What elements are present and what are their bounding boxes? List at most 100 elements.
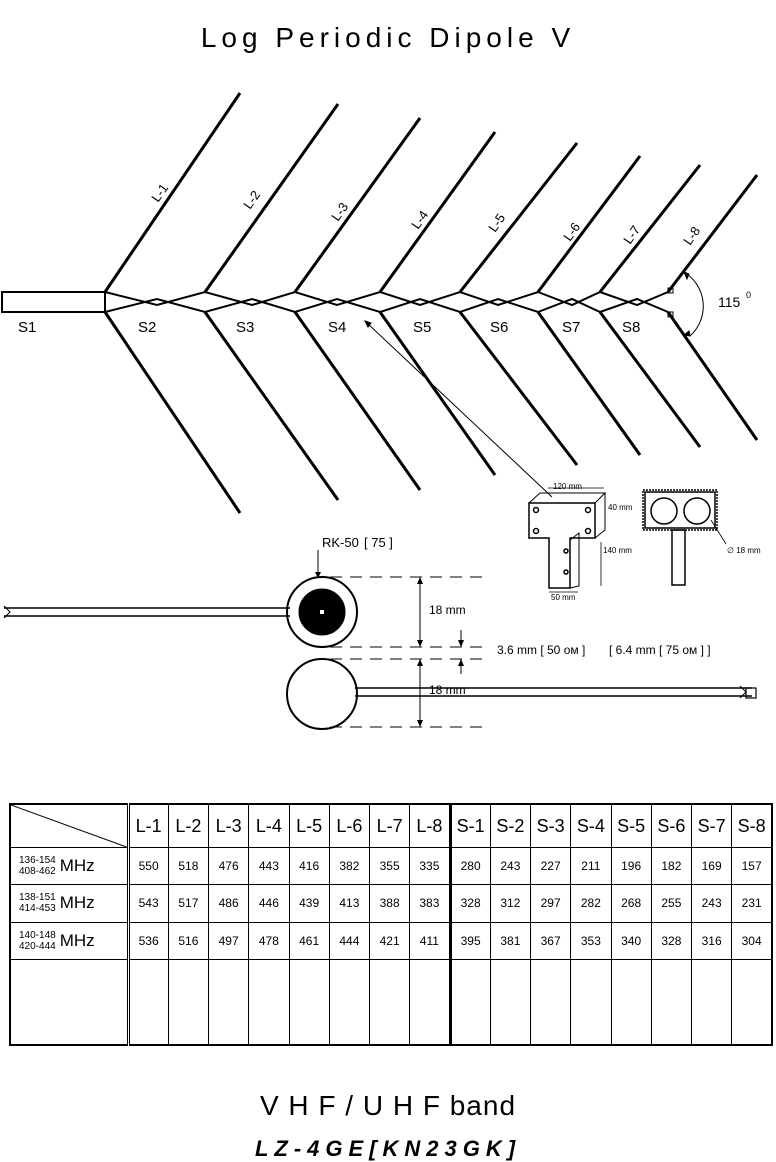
table-cell (9, 958, 129, 1046)
table-cell: 169 (690, 846, 733, 886)
table-header-row: L-1 L-2 L-3 L-4 L-5 L-6 L-7 L-8 S-1 S-2 … (9, 803, 773, 848)
bracket-front-view (528, 487, 607, 593)
table-cell: 497 (207, 921, 250, 960)
freq-line: 140-148 (19, 929, 56, 941)
antenna-drawing: L-1 L-2 L-3 L-4 L-5 L-6 L-7 L-8 S1 S2 S3… (1, 92, 761, 730)
table-cell: 243 (489, 846, 532, 886)
table-cell: 478 (248, 921, 290, 960)
spacing-label-2: S2 (138, 319, 156, 336)
header-cell: L-2 (167, 803, 210, 848)
element-2-lower (203, 311, 340, 501)
header-cell: L-3 (207, 803, 250, 848)
element-label-2: L-2 (240, 188, 263, 212)
table-cell (167, 958, 210, 1046)
table-cell (570, 958, 612, 1046)
element-4-upper (378, 131, 497, 293)
table-cell: 268 (610, 884, 652, 923)
header-cell: L-8 (409, 803, 451, 848)
table-cell: 231 (731, 884, 773, 923)
table-cell (288, 958, 330, 1046)
table-cell: 280 (448, 846, 491, 886)
table-cell: 476 (207, 846, 250, 886)
bracket-right-dim: 40 mm (608, 503, 633, 512)
table-cell: 383 (409, 884, 451, 923)
table-cell: 550 (126, 846, 169, 886)
element-7-upper (598, 164, 702, 293)
table-cell (409, 958, 451, 1046)
boom-stub (1, 291, 106, 313)
apex-marker-top (667, 287, 674, 294)
table-cell (207, 958, 250, 1046)
element-4-lower (378, 311, 497, 476)
table-cell: 443 (248, 846, 290, 886)
apex-marker-bottom (667, 311, 674, 318)
table-cell: 304 (731, 921, 773, 960)
element-label-8: L-8 (680, 224, 703, 248)
table-cell: 335 (409, 846, 451, 886)
table-cell: 395 (448, 921, 491, 960)
table-cell: 355 (368, 846, 411, 886)
corner-diagonal (11, 805, 127, 847)
table-cell: 518 (167, 846, 210, 886)
element-label-6: L-6 (560, 220, 583, 244)
leader-arrow (364, 320, 372, 328)
header-cell: S-1 (448, 803, 491, 848)
tube-dim-bottom: 18 mm (429, 683, 466, 697)
element-3-lower (293, 311, 422, 491)
gap-dim: 3.6 mm [ 50 ом ] (497, 643, 585, 657)
freq-line: 420-444 (19, 940, 56, 952)
header-cell: S-8 (731, 803, 773, 848)
element-1-upper (103, 92, 242, 293)
table-cell (529, 958, 572, 1046)
feeder-line-upper (104, 290, 669, 307)
element-8-lower (666, 311, 759, 441)
table-cell: 340 (610, 921, 652, 960)
gap-dim-alt: [ 6.4 mm [ 75 ом ] ] (609, 643, 711, 657)
header-cell: S-6 (650, 803, 693, 848)
table-cell: 255 (650, 884, 693, 923)
table-cell (368, 958, 411, 1046)
angle-arrow-bottom (682, 330, 691, 337)
angle-arc (683, 271, 704, 337)
element-8-upper (666, 174, 759, 293)
table-corner-cell (9, 803, 129, 848)
spacing-label-6: S6 (490, 319, 508, 336)
tube-dim-top: 18 mm (429, 603, 466, 617)
table-cell: 297 (529, 884, 572, 923)
freq-line: 414-453 (19, 903, 56, 915)
table-cell: 227 (529, 846, 572, 886)
spacing-label-7: S7 (562, 319, 580, 336)
table-cell (690, 958, 733, 1046)
freq-line: 138-151 (19, 892, 56, 904)
table-cell (248, 958, 290, 1046)
cable-label-alt: [ 75 ] (364, 535, 393, 550)
header-cell: L-6 (328, 803, 371, 848)
bracket-top-dim: 120 mm (553, 482, 582, 491)
spacing-label-1: S1 (18, 319, 36, 336)
band-unit: MHz (59, 930, 95, 950)
table-cell (126, 958, 169, 1046)
element-5-upper (458, 142, 579, 293)
table-cell: 388 (368, 884, 411, 923)
bracket-hole-dim: ∅ 18 mm (727, 546, 761, 555)
diagram-title: Log Periodic Dipole V (200, 22, 576, 53)
table-cell: 413 (328, 884, 371, 923)
element-1-lower (103, 311, 242, 514)
element-3-upper (293, 117, 422, 293)
table-cell: 316 (690, 921, 733, 960)
table-cell: 444 (328, 921, 371, 960)
header-cell: L-7 (368, 803, 411, 848)
table-cell: 312 (489, 884, 532, 923)
element-7-lower (598, 311, 702, 448)
table-cell: 182 (650, 846, 693, 886)
table-cell: 328 (650, 921, 693, 960)
table-cell: 196 (610, 846, 652, 886)
